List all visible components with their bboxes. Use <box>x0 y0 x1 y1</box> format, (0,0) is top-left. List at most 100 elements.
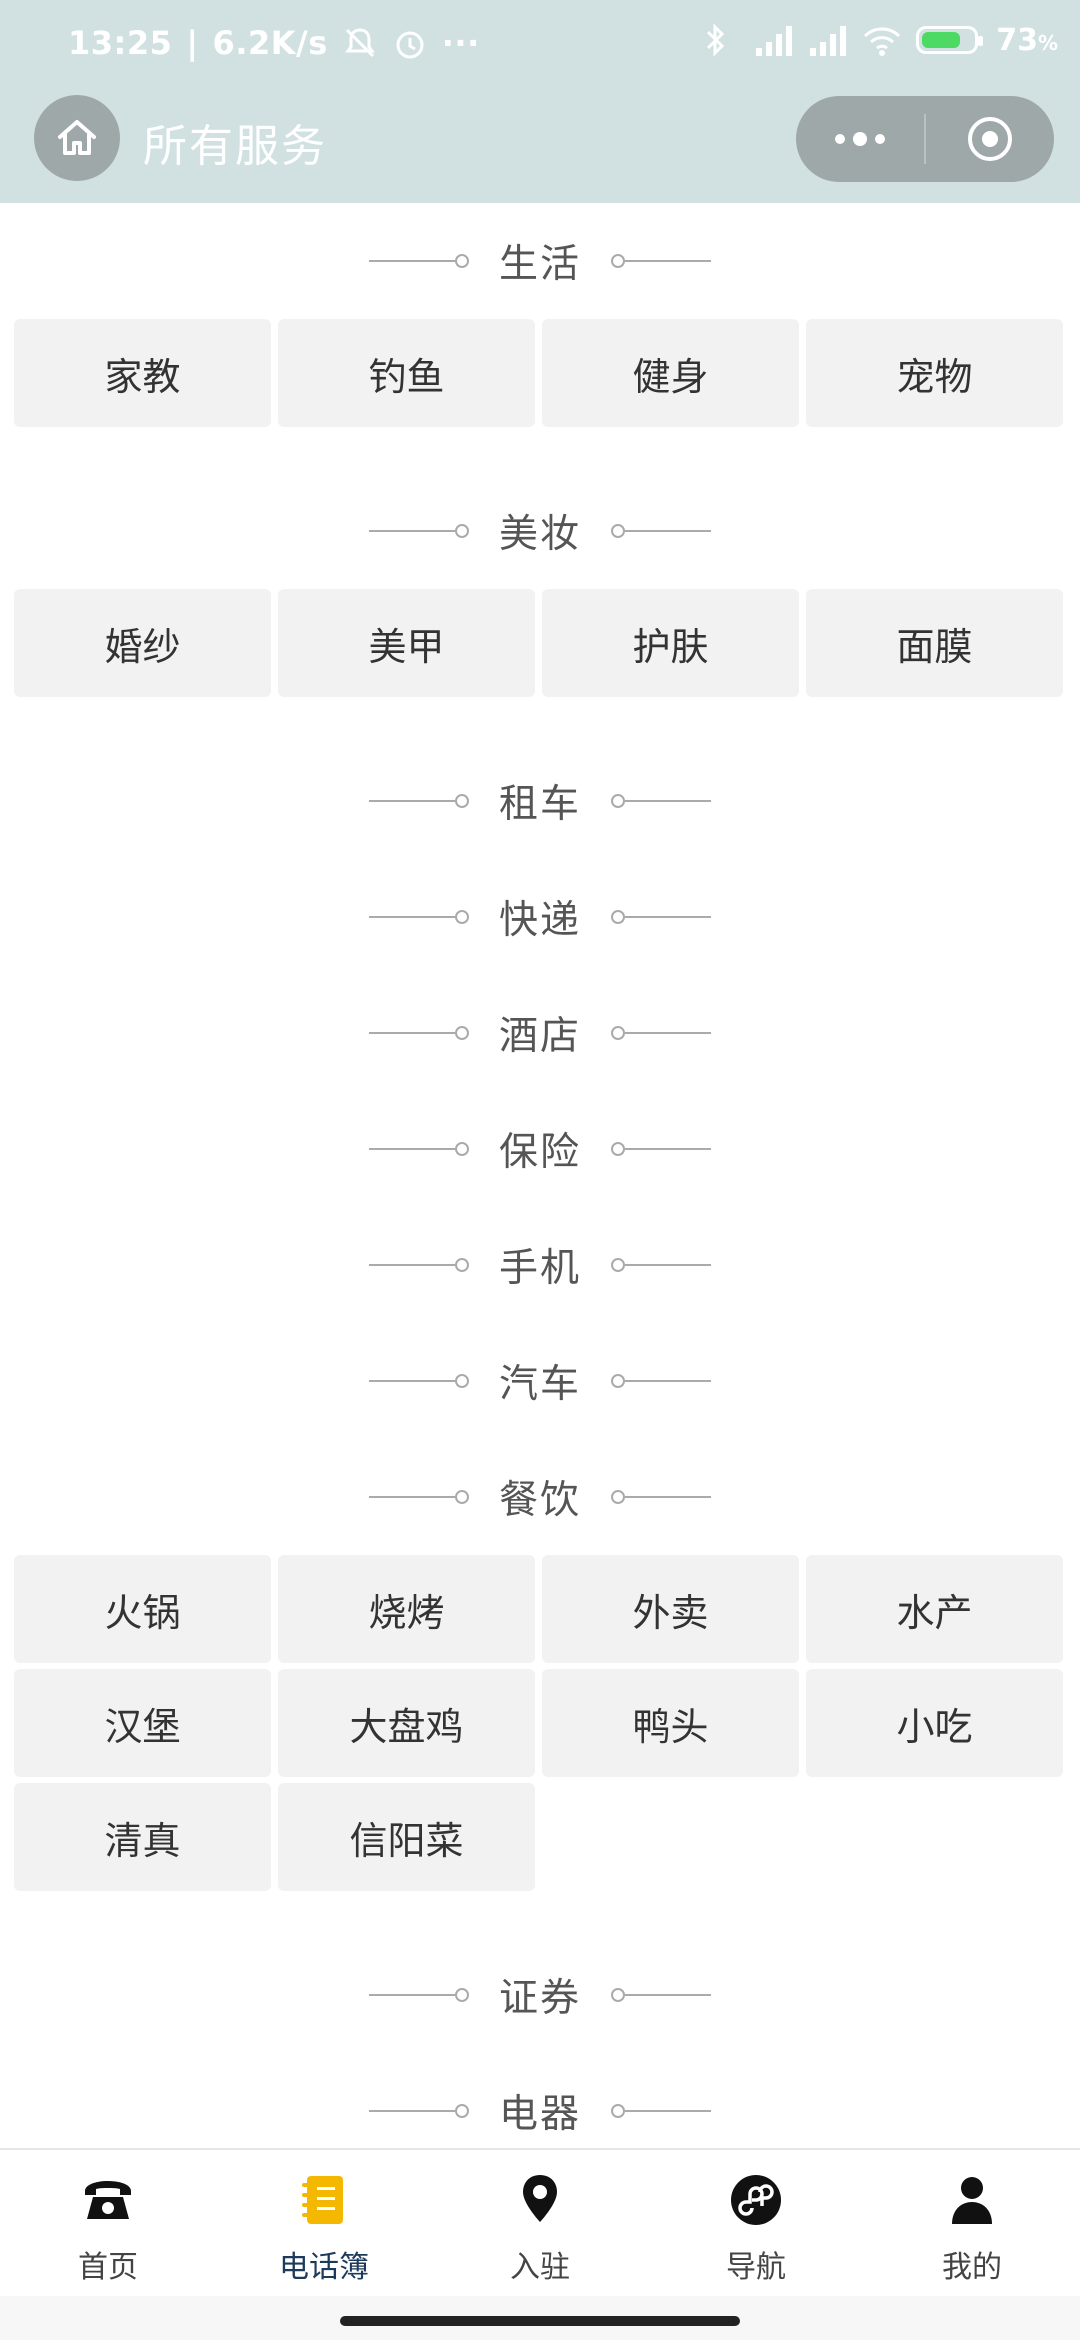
status-left: 13:25 | 6.2K/s ··· <box>68 24 480 62</box>
top-bar: 13:25 | 6.2K/s ··· <box>0 0 1080 203</box>
service-item[interactable]: 美甲 <box>278 589 535 697</box>
status-bar: 13:25 | 6.2K/s ··· <box>0 0 1080 90</box>
signal-icon-2 <box>808 22 847 58</box>
section-header: 餐饮 <box>0 1439 1080 1555</box>
divider-left <box>368 1490 469 1504</box>
house-icon <box>58 120 96 155</box>
divider-right <box>611 1490 711 1504</box>
section-header: 生活 <box>0 203 1080 319</box>
section-header: 电器 <box>0 2053 1080 2148</box>
more-options-button[interactable] <box>796 96 924 182</box>
service-item[interactable]: 大盘鸡 <box>278 1669 535 1777</box>
service-item[interactable]: 鸭头 <box>542 1669 799 1777</box>
tab-home[interactable]: 首页 <box>0 2150 216 2298</box>
section-header: 保险 <box>0 1091 1080 1207</box>
status-more: ··· <box>441 24 480 62</box>
page-title: 所有服务 <box>143 121 327 172</box>
divider-left <box>368 1142 469 1156</box>
section-title: 电器 <box>498 2092 581 2137</box>
service-list[interactable]: 生活家教钓鱼健身宠物美妆婚纱美甲护肤面膜租车快递酒店保险手机汽车餐饮火锅烧烤外卖… <box>0 203 1080 2148</box>
divider-left <box>368 2104 469 2118</box>
section-title: 餐饮 <box>498 1478 581 1523</box>
battery-percent: 73% <box>996 22 1058 58</box>
alarm-icon <box>392 25 428 61</box>
service-item[interactable]: 外卖 <box>542 1555 799 1663</box>
target-icon <box>968 117 1012 161</box>
notebook-icon <box>296 2172 352 2228</box>
divider-left <box>368 1026 469 1040</box>
section-title: 快递 <box>498 898 581 943</box>
user-icon <box>944 2172 1000 2228</box>
tab-navigation[interactable]: 导航 <box>648 2150 864 2298</box>
dots-icon <box>835 132 885 146</box>
divider-left <box>368 794 469 808</box>
divider-right <box>611 794 711 808</box>
divider-right <box>611 1988 711 2002</box>
tab-mine[interactable]: 我的 <box>864 2150 1080 2298</box>
section-title: 酒店 <box>498 1014 581 1059</box>
home-button[interactable] <box>34 95 120 181</box>
divider-left <box>368 1988 469 2002</box>
mute-bell-icon <box>342 25 378 61</box>
section-header: 美妆 <box>0 473 1080 589</box>
service-item[interactable]: 烧烤 <box>278 1555 535 1663</box>
divider-left <box>368 1258 469 1272</box>
section-header: 手机 <box>0 1207 1080 1323</box>
network-speed: 6.2K/s <box>212 24 328 62</box>
home-indicator[interactable] <box>340 2316 740 2326</box>
service-item[interactable]: 护肤 <box>542 589 799 697</box>
service-item[interactable]: 钓鱼 <box>278 319 535 427</box>
section-title: 租车 <box>498 782 581 827</box>
service-item[interactable]: 水产 <box>806 1555 1063 1663</box>
divider-left <box>368 910 469 924</box>
section-header: 汽车 <box>0 1323 1080 1439</box>
section-header: 酒店 <box>0 975 1080 1091</box>
divider-left <box>368 254 469 268</box>
status-time: 13:25 <box>68 24 173 62</box>
divider-left <box>368 524 469 538</box>
divider-right <box>611 1142 711 1156</box>
section-header: 证券 <box>0 1937 1080 2053</box>
tab-join[interactable]: 入驻 <box>432 2150 648 2298</box>
service-grid: 婚纱美甲护肤面膜 <box>0 589 1080 703</box>
divider-right <box>611 2104 711 2118</box>
service-grid: 火锅烧烤外卖水产汉堡大盘鸡鸭头小吃清真信阳菜 <box>0 1555 1080 1897</box>
phone-icon <box>80 2172 136 2228</box>
wifi-icon <box>862 22 901 58</box>
section-header: 租车 <box>0 743 1080 859</box>
section-title: 汽车 <box>498 1362 581 1407</box>
divider-right <box>611 254 711 268</box>
status-right: 73% <box>700 22 1058 58</box>
tab-phonebook[interactable]: 电话簿 <box>216 2150 432 2298</box>
section-title: 生活 <box>498 242 581 287</box>
close-mini-program-button[interactable] <box>926 96 1054 182</box>
service-item[interactable]: 健身 <box>542 319 799 427</box>
location-pin-icon <box>512 2172 568 2228</box>
service-item[interactable]: 家教 <box>14 319 271 427</box>
mini-program-capsule <box>796 96 1054 182</box>
tab-bar: 首页 电话簿 入驻 <box>0 2148 1080 2298</box>
divider-right <box>611 1026 711 1040</box>
divider-right <box>611 524 711 538</box>
divider-right <box>611 910 711 924</box>
section-title: 证券 <box>498 1976 581 2021</box>
signal-icon <box>754 22 793 58</box>
divider-right <box>611 1374 711 1388</box>
service-item[interactable]: 小吃 <box>806 1669 1063 1777</box>
home-indicator-area <box>0 2296 1080 2340</box>
service-item[interactable]: 宠物 <box>806 319 1063 427</box>
section-title: 美妆 <box>498 512 581 557</box>
service-item[interactable]: 汉堡 <box>14 1669 271 1777</box>
service-item[interactable]: 面膜 <box>806 589 1063 697</box>
service-item[interactable]: 清真 <box>14 1783 271 1891</box>
divider-right <box>611 1258 711 1272</box>
service-grid: 家教钓鱼健身宠物 <box>0 319 1080 433</box>
service-item[interactable]: 信阳菜 <box>278 1783 535 1891</box>
service-item[interactable]: 火锅 <box>14 1555 271 1663</box>
section-header: 快递 <box>0 859 1080 975</box>
divider-left <box>368 1374 469 1388</box>
link-icon <box>728 2172 784 2228</box>
service-item[interactable]: 婚纱 <box>14 589 271 697</box>
section-title: 保险 <box>498 1130 581 1175</box>
section-title: 手机 <box>498 1246 581 1291</box>
